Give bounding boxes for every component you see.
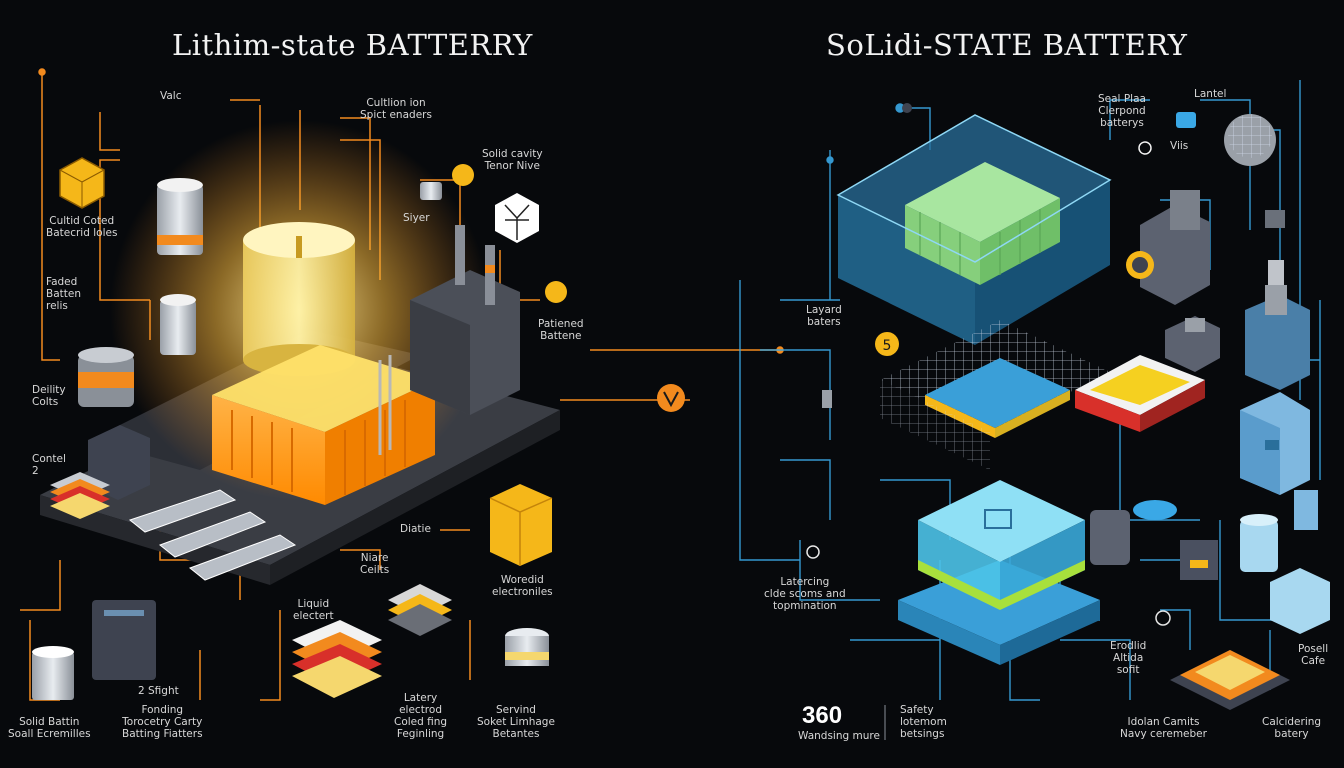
label-seal-plaa: Seal Plaa Clerpond batterys: [1098, 93, 1146, 129]
label-two-fight: 2 Sfight: [138, 685, 179, 697]
label-wandsing: Wandsing mure: [798, 730, 880, 742]
label-idolan: Idolan Camits Navy ceremeber: [1120, 716, 1207, 740]
label-woredid: Woredid electroniles: [492, 574, 553, 598]
five-badge-icon: 5: [875, 332, 899, 356]
label-cultlion: Cultlion ion Spict enaders: [360, 97, 432, 121]
svg-text:5: 5: [883, 338, 892, 354]
label-lantel: Lantel: [1194, 88, 1227, 100]
label-siyer: Siyer: [403, 212, 430, 224]
left-title: Lithim-state BATTERRY: [172, 28, 533, 62]
label-deility: Deility Colts: [32, 384, 66, 408]
label-viis: Viis: [1170, 140, 1189, 152]
label-calcidering: Calcidering batery: [1262, 716, 1322, 740]
label-latery: Latery electrod Coled fing Feginling: [394, 692, 448, 740]
label-patiened: Patiened Battene: [538, 318, 584, 342]
label-posell: Posell Cafe: [1298, 643, 1329, 667]
yellow-tray: [1075, 355, 1205, 432]
glass-cell-box: [836, 114, 1112, 345]
left-components: [32, 157, 567, 700]
label-diatie: Diatie: [400, 523, 431, 535]
label-fonding: Fonding Torocetry Carty Batting Fiatters: [122, 704, 203, 740]
label-layard: Layard baters: [806, 304, 842, 328]
label-faded: Faded Batten relis: [46, 276, 81, 312]
big-number: 360: [802, 702, 843, 729]
label-cultid-coted: Cultid Coted Batecrid loles: [46, 215, 118, 239]
label-latercing: Latercing clde scoms and topmination: [764, 576, 846, 612]
mesh-electrolyte-layer: [880, 320, 1110, 470]
lower-glass-block: [898, 480, 1100, 665]
label-servind: Servind Soket Limhage Betantes: [477, 704, 555, 740]
label-erodlid: Erodlid Altida sofit: [1110, 640, 1147, 676]
label-solid-batten: Solid Battin Soall Ecremilles: [8, 716, 91, 740]
right-components: [806, 103, 1330, 710]
right-title: SoLidi-STATE BATTERY: [826, 28, 1188, 62]
label-contel: Contel 2: [32, 453, 66, 477]
v-in-circle-icon: [657, 384, 685, 412]
label-safety: Safety lotemom betsings: [900, 704, 947, 740]
orange-cell-cube: [212, 345, 435, 505]
label-liquid: Liquid electert: [293, 598, 334, 622]
label-valc: Valc: [160, 90, 182, 102]
label-niare: Niare Ceilts: [360, 552, 390, 576]
label-solid-cavity: Solid cavity Tenor Nive: [482, 148, 543, 172]
